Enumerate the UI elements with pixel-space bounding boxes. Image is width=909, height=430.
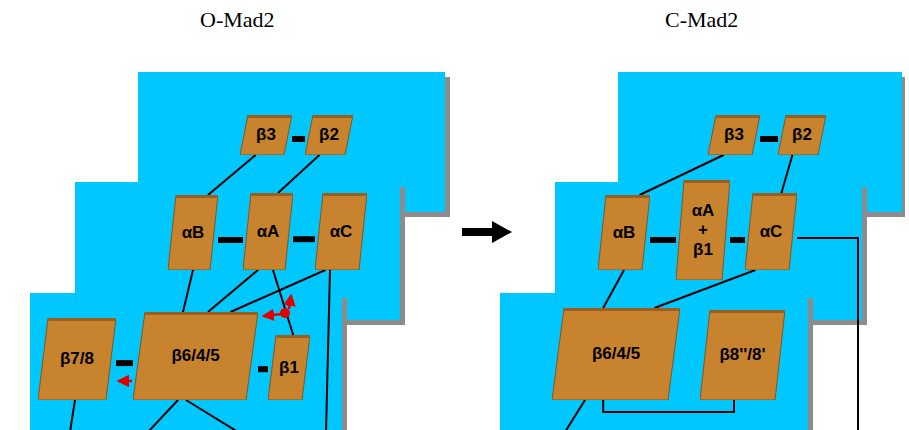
- structure-label: β2: [319, 125, 339, 145]
- label-group: αC: [330, 222, 353, 242]
- connector-line: [603, 400, 734, 412]
- label-group: αC: [760, 222, 783, 242]
- connector-bar: [650, 237, 676, 243]
- connector-bar: [293, 236, 315, 242]
- connector-line: [278, 155, 319, 193]
- label-group: β2: [792, 125, 812, 145]
- label-group: β6/4/5: [171, 346, 219, 366]
- label-group: β3: [256, 125, 276, 145]
- connector-line: [603, 270, 624, 308]
- connector-line: [208, 270, 258, 312]
- structure-label: αC: [330, 222, 353, 242]
- helix-strand-slab: αB: [598, 195, 650, 270]
- structure-label: β3: [724, 125, 744, 145]
- label-group: β1: [279, 358, 299, 378]
- connector-line: [231, 270, 326, 312]
- connector-bar: [730, 237, 745, 243]
- helix-strand-slab: β2: [305, 115, 353, 155]
- helix-strand-slab: β3: [708, 115, 760, 155]
- helix-strand-slab: αC: [745, 193, 797, 270]
- structure-label: αB: [182, 223, 205, 243]
- structure-label: β2: [792, 125, 812, 145]
- panel-title: C-Mad2: [665, 7, 738, 33]
- helix-strand-slab: αA: [243, 193, 293, 270]
- connector-line: [208, 155, 256, 195]
- connector-bar: [116, 360, 133, 366]
- label-group: β2: [319, 125, 339, 145]
- structure-label: β7/8: [60, 349, 94, 369]
- structure-label: αB: [613, 223, 636, 243]
- helix-strand-slab: αA + β1: [676, 180, 730, 280]
- helix-strand-slab: β2: [778, 115, 826, 155]
- panel-title: O-Mad2: [200, 7, 275, 33]
- connector-line: [273, 270, 293, 335]
- connector-line: [183, 270, 193, 312]
- structure-label: αA + β1: [689, 201, 717, 260]
- structure-label: β8''/8': [719, 345, 765, 365]
- connector-bar: [258, 366, 268, 372]
- structure-label: β3: [256, 125, 276, 145]
- structure-label: β1: [279, 358, 299, 378]
- connector-line: [781, 155, 792, 193]
- label-group: αB: [182, 223, 205, 243]
- helix-strand-slab: αB: [168, 195, 218, 270]
- connector-bar: [218, 237, 243, 243]
- label-group: β7/8: [60, 349, 94, 369]
- helix-strand-slab: β6/4/5: [133, 312, 258, 400]
- helix-strand-slab: β8''/8': [700, 310, 785, 400]
- helix-strand-slab: β7/8: [38, 318, 116, 400]
- helix-strand-slab: β1: [268, 335, 310, 400]
- label-group: β8''/8': [719, 345, 765, 365]
- helix-strand-slab: β3: [240, 115, 292, 155]
- helix-strand-slab: β6/4/5: [552, 308, 680, 400]
- label-group: β3: [724, 125, 744, 145]
- connector-bar: [760, 136, 778, 142]
- structure-label: αA: [257, 222, 280, 242]
- helix-strand-slab: αC: [315, 193, 367, 270]
- label-group: αA + β1: [689, 201, 717, 260]
- structure-label: β6/4/5: [171, 346, 219, 366]
- connector-bar: [292, 136, 305, 142]
- label-group: αB: [613, 223, 636, 243]
- label-group: β6/4/5: [592, 344, 640, 364]
- structure-label: β6/4/5: [592, 344, 640, 364]
- label-group: αA: [257, 222, 280, 242]
- structure-label: αC: [760, 222, 783, 242]
